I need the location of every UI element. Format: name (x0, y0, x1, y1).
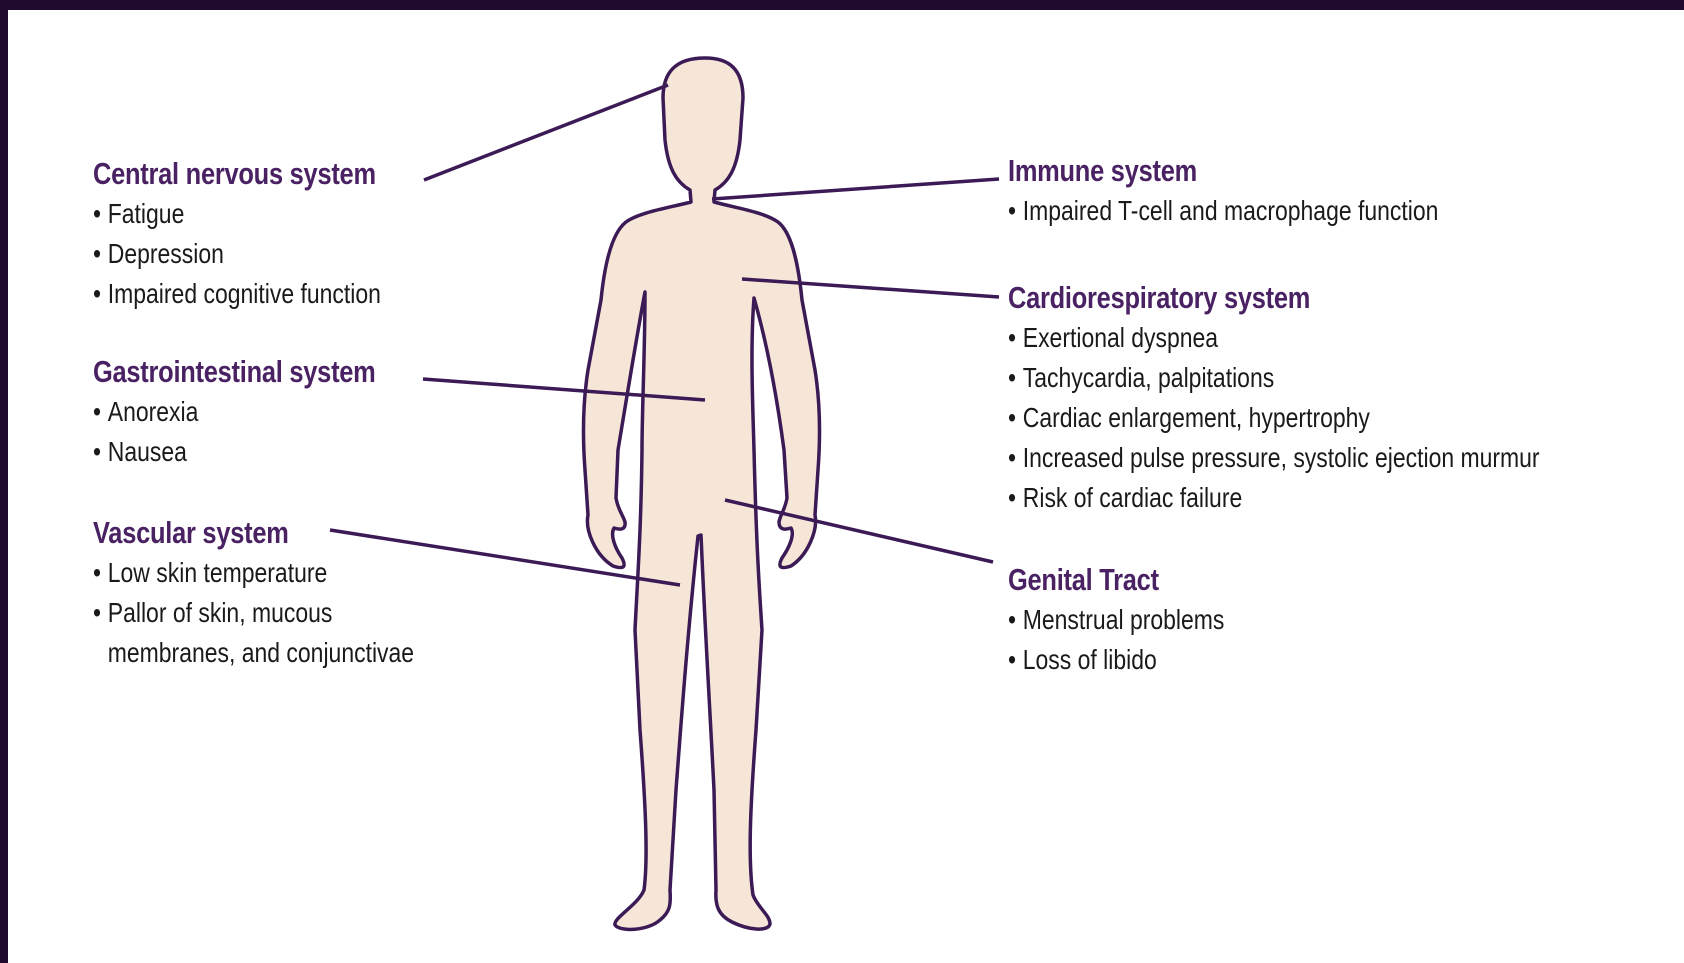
immune-heading: Immune system (1008, 151, 1438, 191)
cns-item: •Fatigue (93, 194, 381, 234)
immune-item: •Impaired T-cell and macrophage function (1008, 191, 1438, 231)
leader-line-cns (424, 85, 668, 180)
gi-heading: Gastrointestinal system (93, 352, 376, 392)
genital-heading: Genital Tract (1008, 560, 1224, 600)
cardio-item: •Exertional dyspnea (1008, 318, 1540, 358)
cardio-item: •Cardiac enlargement, hypertrophy (1008, 398, 1540, 438)
cardio-group: Cardiorespiratory system •Exertional dys… (1008, 278, 1656, 518)
cns-item: •Impaired cognitive function (93, 274, 381, 314)
cns-heading: Central nervous system (93, 154, 381, 194)
genital-item: •Menstrual problems (1008, 600, 1224, 640)
cardio-item: •Risk of cardiac failure (1008, 478, 1540, 518)
gi-group: Gastrointestinal system •Anorexia •Nause… (93, 352, 438, 472)
cardio-item: •Tachycardia, palpitations (1008, 358, 1540, 398)
gi-item: •Nausea (93, 432, 376, 472)
leader-line-genital (725, 500, 993, 562)
diagram-canvas: Central nervous system •Fatigue •Depress… (8, 10, 1684, 963)
genital-group: Genital Tract •Menstrual problems •Loss … (1008, 560, 1272, 680)
leader-line-immune (712, 179, 999, 199)
vascular-heading: Vascular system (93, 513, 414, 553)
genital-item: •Loss of libido (1008, 640, 1224, 680)
cardio-heading: Cardiorespiratory system (1008, 278, 1540, 318)
gi-item: •Anorexia (93, 392, 376, 432)
cns-item: •Depression (93, 234, 381, 274)
vascular-item: •Low skin temperature (93, 553, 414, 593)
cns-group: Central nervous system •Fatigue •Depress… (93, 154, 444, 314)
immune-group: Immune system •Impaired T-cell and macro… (1008, 151, 1533, 231)
cardio-item: •Increased pulse pressure, systolic ejec… (1008, 438, 1540, 478)
vascular-group: Vascular system •Low skin temperature •P… (93, 513, 485, 673)
body-silhouette (584, 58, 820, 929)
